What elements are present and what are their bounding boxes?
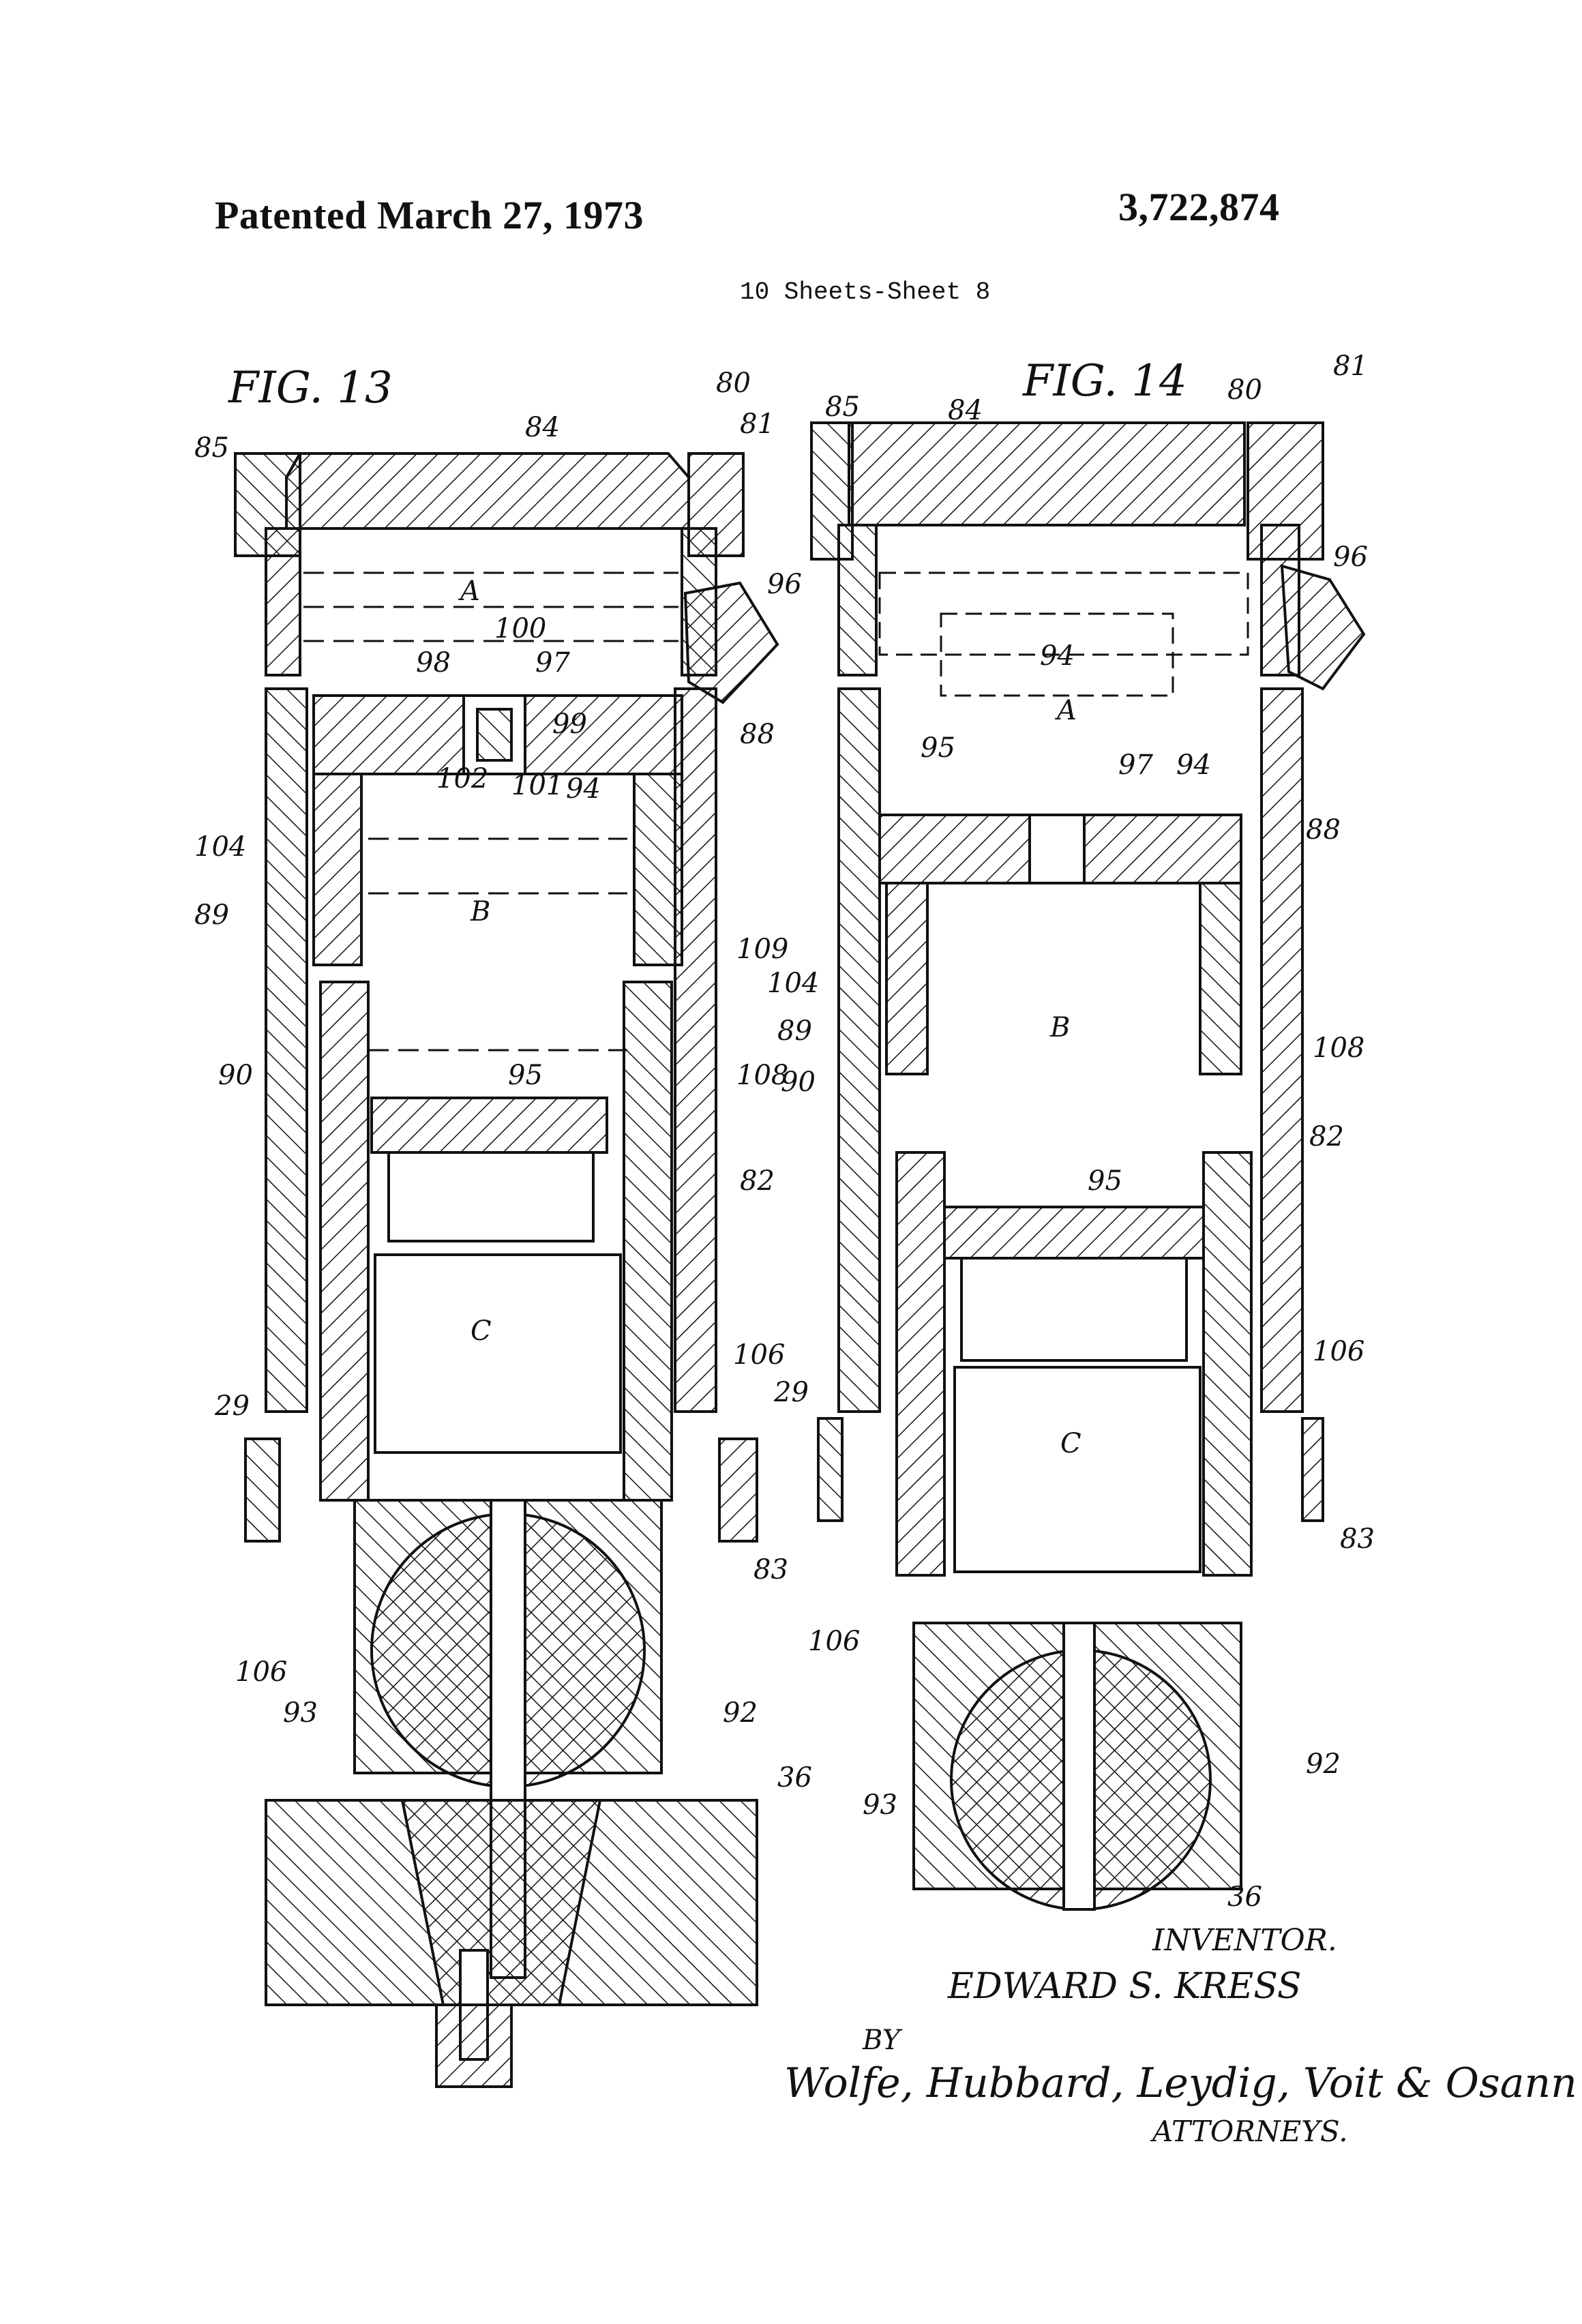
label-90b: 90 (781, 1067, 816, 1098)
label-C: C (471, 1315, 492, 1347)
label-85: 85 (194, 432, 229, 464)
label-96b: 96 (1333, 541, 1368, 573)
port-96b (1282, 566, 1364, 689)
attorneys-caption: ATTORNEYS. (1150, 2115, 1348, 2148)
label-106a-b: 106 (1313, 1336, 1364, 1367)
label-106a: 106 (733, 1339, 785, 1371)
label-81b: 81 (1333, 351, 1368, 382)
label-101: 101 (511, 770, 563, 801)
label-92: 92 (723, 1697, 758, 1729)
label-Ab: A (1054, 695, 1077, 726)
label-106b: 106 (235, 1656, 287, 1688)
by-label: BY (862, 2025, 903, 2056)
signature-block: INVENTOR. EDWARD S. KRESS BY Wolfe, Hubb… (784, 1923, 1577, 2148)
label-83b: 83 (1340, 1523, 1375, 1555)
label-106b-b: 106 (808, 1626, 860, 1657)
label-88b: 88 (1306, 814, 1341, 846)
chamber-c (375, 1255, 621, 1452)
label-29b: 29 (773, 1377, 809, 1408)
label-100: 100 (494, 613, 546, 644)
label-94: 94 (566, 773, 601, 805)
label-94b: 94 (1176, 749, 1211, 781)
piston-95b (944, 1207, 1204, 1258)
label-93: 93 (283, 1697, 318, 1729)
attorney-firm: Wolfe, Hubbard, Leydig, Voit & Osann (784, 2059, 1577, 2107)
figure-13 (235, 453, 777, 2087)
label-90: 90 (218, 1060, 253, 1091)
label-80: 80 (716, 368, 751, 399)
label-96: 96 (767, 569, 802, 600)
label-98: 98 (416, 647, 451, 679)
label-109: 109 (736, 934, 788, 965)
label-97b: 97 (1118, 749, 1153, 781)
label-82: 82 (740, 1165, 775, 1197)
label-102: 102 (436, 763, 488, 794)
label-95b: 95 (1088, 1165, 1122, 1197)
fig14-title: FIG. 14 (1022, 356, 1187, 406)
label-36: 36 (777, 1762, 812, 1793)
inventor-name: EDWARD S. KRESS (947, 1966, 1302, 2007)
port-96 (685, 583, 777, 702)
barrel-left (266, 689, 307, 1412)
fig13-title: FIG. 13 (228, 363, 393, 413)
label-104: 104 (194, 831, 246, 863)
label-36b: 36 (1227, 1881, 1262, 1913)
label-Cb: C (1060, 1428, 1081, 1459)
label-89b: 89 (777, 1015, 812, 1047)
label-B: B (470, 896, 490, 927)
label-95: 95 (508, 1060, 543, 1091)
label-84: 84 (525, 412, 560, 443)
label-97: 97 (535, 647, 570, 679)
label-A: A (458, 576, 480, 607)
label-95a: 95 (921, 732, 955, 764)
label-Bb: B (1049, 1012, 1070, 1043)
inventor-caption: INVENTOR. (1152, 1923, 1337, 1958)
label-84b: 84 (948, 395, 983, 426)
chamber-c-b (955, 1367, 1200, 1572)
mount-29 (245, 1439, 280, 1541)
label-82b: 82 (1309, 1121, 1344, 1152)
label-99: 99 (552, 709, 587, 740)
cap-84 (286, 453, 689, 528)
cap-84b (849, 423, 1244, 525)
label-80b: 80 (1227, 374, 1262, 406)
label-88: 88 (740, 719, 775, 750)
piston-95 (372, 1098, 607, 1152)
label-93b: 93 (863, 1789, 897, 1821)
label-85b: 85 (825, 391, 860, 423)
label-94a: 94 (1040, 640, 1075, 672)
label-92b: 92 (1306, 1748, 1341, 1780)
label-104b: 104 (767, 968, 819, 999)
label-81: 81 (740, 408, 775, 440)
label-29: 29 (214, 1390, 250, 1422)
label-108b: 108 (1313, 1032, 1364, 1064)
label-89: 89 (194, 899, 229, 931)
label-83: 83 (753, 1554, 788, 1585)
